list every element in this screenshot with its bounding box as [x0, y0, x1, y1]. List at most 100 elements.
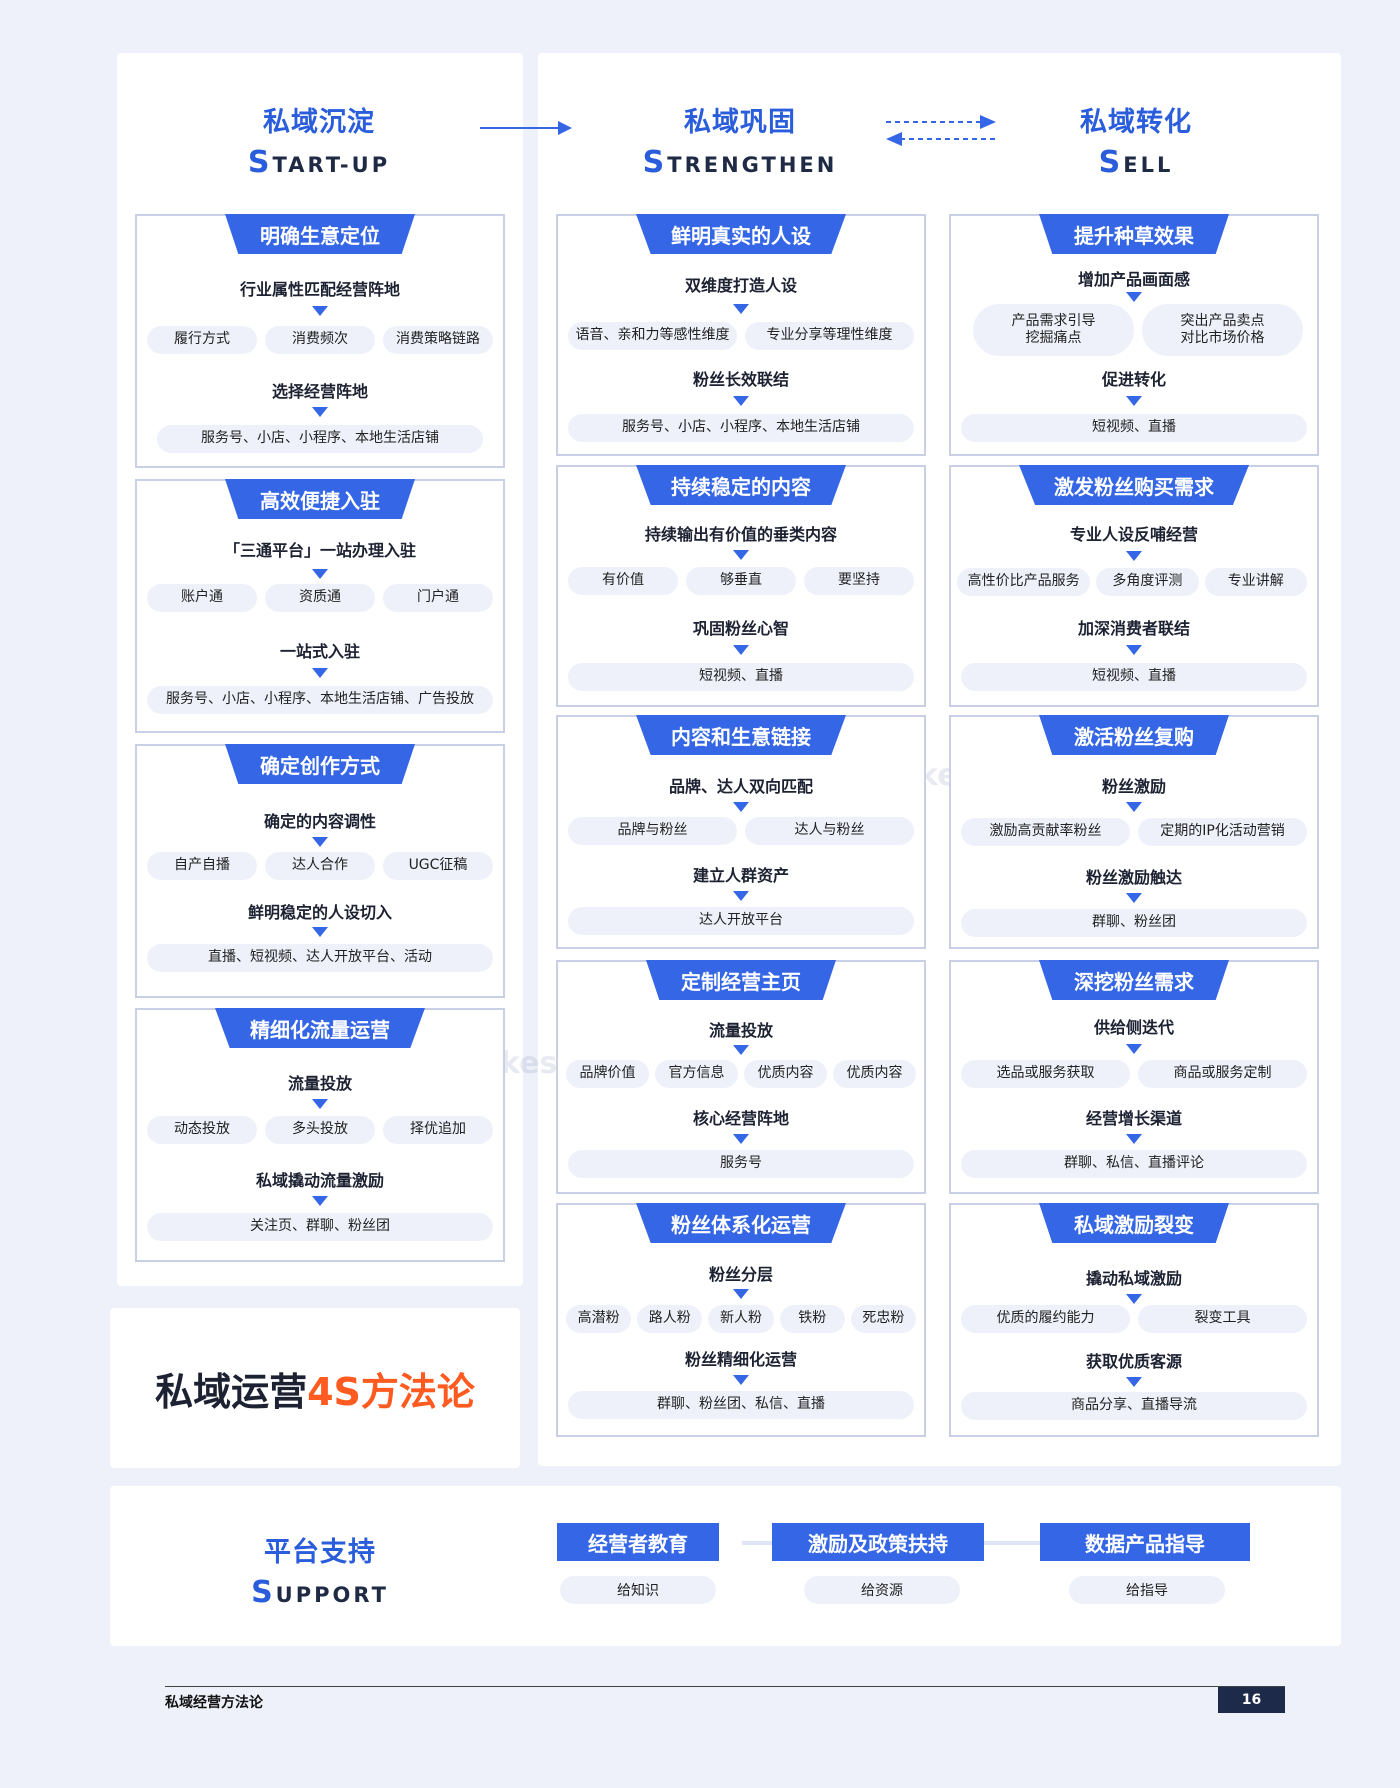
card-seeding-effect: 提升种草效果 增加产品画面感 产品需求引导 挖掘痛点 突出产品卖点 对比市场价格…	[949, 214, 1319, 456]
card-pills: 短视频、直播	[568, 663, 914, 691]
card-pills: 直播、短视频、达人开放平台、活动	[147, 944, 493, 972]
arrow-down-icon	[733, 1134, 749, 1144]
pill: 动态投放	[147, 1116, 257, 1144]
bidirectional-arrow-icon	[886, 115, 996, 146]
arrow-down-icon	[1126, 893, 1142, 903]
pill: 要坚持	[804, 567, 914, 595]
support-item-data-guidance: 数据产品指导	[1040, 1523, 1250, 1561]
pill: 专业分享等理性维度	[745, 322, 914, 350]
arrow-down-icon	[1126, 645, 1142, 655]
card-heading: 粉丝长效联结	[692, 370, 789, 389]
arrow-down-icon	[733, 645, 749, 655]
arrow-down-icon	[1126, 802, 1142, 812]
card-pills: 账户通 资质通 门户通	[147, 584, 493, 612]
pill: 突出产品卖点 对比市场价格	[1142, 304, 1303, 356]
pill: 账户通	[147, 584, 257, 612]
pill: 多头投放	[265, 1116, 375, 1144]
pill: 商品或服务定制	[1138, 1060, 1307, 1088]
card-pills: 品牌价值 官方信息 优质内容 优质内容	[566, 1060, 916, 1088]
strengthen-subtitle: STRENGTHEN	[642, 145, 838, 180]
arrow-down-icon	[312, 668, 328, 678]
pill: 优质内容	[744, 1060, 827, 1088]
card-heading: 粉丝分层	[708, 1265, 773, 1284]
card-pills: 商品分享、直播导流	[961, 1392, 1307, 1420]
card-heading: 流量投放	[708, 1021, 773, 1040]
card-pills: 服务号、小店、小程序、本地生活店铺	[568, 414, 914, 442]
card-pills: 产品需求引导 挖掘痛点 突出产品卖点 对比市场价格	[973, 304, 1303, 356]
arrow-down-icon	[733, 396, 749, 406]
arrow-down-icon	[312, 407, 328, 417]
card-pills: 服务号	[568, 1150, 914, 1178]
pill: 择优追加	[383, 1116, 493, 1144]
support-pill: 给资源	[804, 1576, 960, 1604]
card-tab: 激发粉丝购买需求	[1019, 465, 1249, 505]
pill: 铁粉	[779, 1305, 845, 1333]
card-heading: 撬动私域激励	[1085, 1269, 1182, 1288]
card-tab: 激活粉丝复购	[1039, 715, 1229, 755]
arrow-down-icon	[312, 927, 328, 937]
method-panel	[110, 1308, 520, 1468]
support-title: 平台支持	[264, 1537, 376, 1568]
strengthen-title: 私域巩固	[684, 107, 796, 138]
pill: 产品需求引导 挖掘痛点	[973, 304, 1134, 356]
card-pills: 服务号、小店、小程序、本地生活店铺	[157, 425, 483, 453]
sell-subtitle: SELL	[1098, 145, 1174, 180]
pill: 达人合作	[265, 852, 375, 880]
card-heading: 获取优质客源	[1085, 1352, 1182, 1371]
pill: 达人与粉丝	[745, 817, 914, 845]
card-tab: 鲜明真实的人设	[636, 214, 846, 254]
pill: 服务号、小店、小程序、本地生活店铺、广告投放	[147, 686, 493, 714]
pill: UGC征稿	[383, 852, 493, 880]
card-pills: 自产自播 达人合作 UGC征稿	[147, 852, 493, 880]
arrow-down-icon	[1126, 1377, 1142, 1387]
support-connector	[742, 1541, 772, 1545]
card-tab: 内容和生意链接	[636, 715, 846, 755]
pill: 有价值	[568, 567, 678, 595]
pill: 门户通	[383, 584, 493, 612]
method-title-highlight: 4S方法论	[307, 1369, 475, 1414]
card-heading: 确定的内容调性	[263, 812, 376, 831]
card-tab: 深挖粉丝需求	[1039, 960, 1229, 1000]
card-heading: 流量投放	[287, 1074, 352, 1093]
support-item-incentive-policy: 激励及政策扶持	[772, 1523, 984, 1561]
support-panel	[110, 1486, 1341, 1646]
card-pills: 群聊、粉丝团、私信、直播	[568, 1391, 914, 1419]
support-pill: 给知识	[560, 1576, 716, 1604]
pill: 品牌与粉丝	[568, 817, 737, 845]
card-pills: 动态投放 多头投放 择优追加	[147, 1116, 493, 1144]
card-heading: 巩固粉丝心智	[692, 619, 789, 638]
arrow-down-icon	[312, 569, 328, 579]
card-pills: 短视频、直播	[961, 414, 1307, 442]
sell-head: 私域转化 SELL	[1006, 100, 1266, 180]
card-heading: 品牌、达人双向匹配	[668, 777, 813, 796]
pill: 语音、亲和力等感性维度	[568, 322, 737, 350]
card-heading: 粉丝激励	[1101, 777, 1166, 796]
pill: 服务号、小店、小程序、本地生活店铺	[568, 414, 914, 442]
card-heading: 核心经营阵地	[692, 1109, 789, 1128]
card-pills: 短视频、直播	[961, 663, 1307, 691]
card-tab: 定制经营主页	[646, 960, 836, 1000]
pill: 履行方式	[147, 326, 257, 354]
support-subtitle: SUPPORT	[251, 1575, 389, 1610]
card-pills: 履行方式 消费频次 消费策略链路	[147, 326, 493, 354]
pill: 够垂直	[686, 567, 796, 595]
card-pills: 品牌与粉丝 达人与粉丝	[568, 817, 914, 845]
pill: 路人粉	[637, 1305, 703, 1333]
card-repurchase: 激活粉丝复购 粉丝激励 激励高贡献率粉丝 定期的IP化活动营销 粉丝激励触达 群…	[949, 715, 1319, 949]
pill: 优质内容	[833, 1060, 916, 1088]
card-heading: 粉丝激励触达	[1085, 868, 1182, 887]
arrow-down-icon	[1126, 1294, 1142, 1304]
footer-divider	[165, 1686, 1285, 1687]
card-tab: 确定创作方式	[225, 744, 415, 784]
card-tab: 精细化流量运营	[215, 1008, 425, 1048]
card-pills: 高性价比产品服务 多角度评测 专业讲解	[957, 568, 1307, 596]
card-creation-method: 确定创作方式 确定的内容调性 自产自播 达人合作 UGC征稿 鲜明稳定的人设切入…	[135, 744, 505, 998]
card-heading: 「三通平台」一站办理入驻	[223, 541, 416, 560]
card-heading: 专业人设反哺经营	[1069, 525, 1198, 544]
card-pills: 语音、亲和力等感性维度 专业分享等理性维度	[568, 322, 914, 350]
support-connector	[984, 1541, 1040, 1545]
pill: 高性价比产品服务	[957, 568, 1091, 596]
pill: 死忠粉	[850, 1305, 917, 1333]
arrow-down-icon	[733, 1289, 749, 1299]
